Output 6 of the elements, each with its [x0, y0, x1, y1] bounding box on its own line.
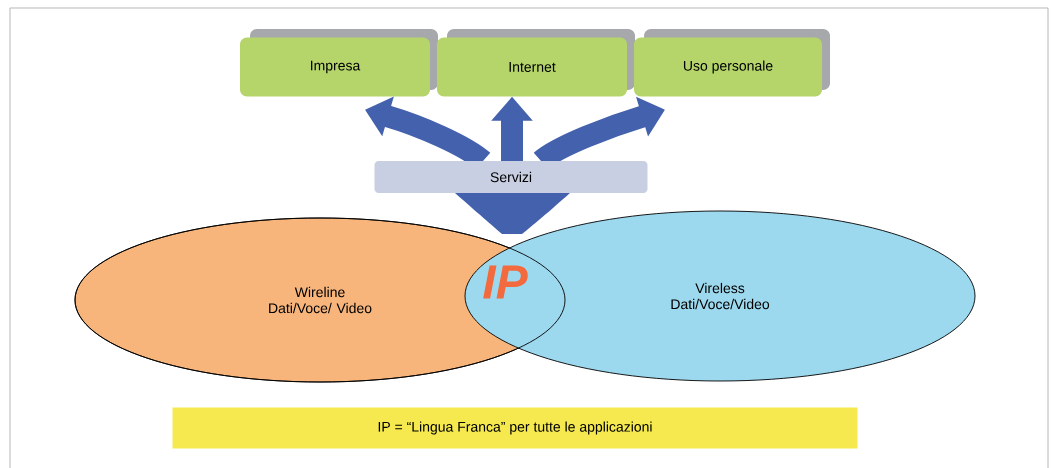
category-box: Impresa: [240, 29, 438, 97]
category-box: Internet: [437, 29, 635, 97]
ip-label: IP: [483, 265, 528, 299]
note-banner: IP = “Lingua Franca” per tutte le applicazioni: [172, 407, 858, 449]
services-bar: Servizi: [374, 161, 648, 193]
category-box: Uso personale: [634, 29, 830, 97]
